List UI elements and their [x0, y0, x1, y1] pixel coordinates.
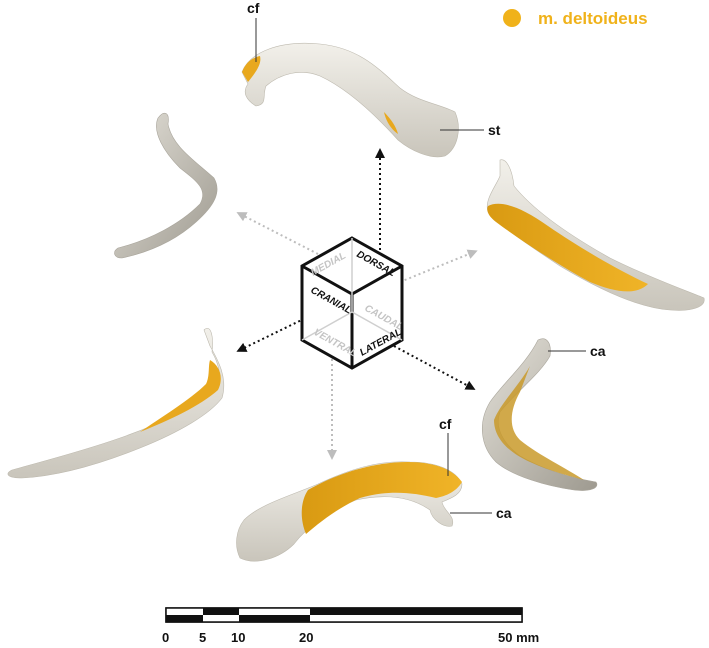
scale-frame — [165, 607, 523, 623]
arrow-caudal — [399, 249, 478, 283]
bone-view-medial — [114, 112, 218, 259]
scale-seg — [203, 615, 239, 622]
label-cf-bottom: cf — [439, 416, 452, 432]
legend-swatch — [503, 9, 521, 27]
label-ca-bottom: ca — [496, 505, 512, 521]
scale-seg — [166, 608, 203, 615]
scale-seg — [239, 608, 310, 615]
bone-view-caudal — [486, 159, 705, 311]
muscle-patch — [301, 462, 462, 534]
arrow-medial — [236, 212, 319, 255]
bone-view-lateral — [481, 338, 598, 491]
scale-seg — [203, 608, 239, 615]
muscle-patch — [487, 203, 648, 292]
bone-view-cranial — [7, 328, 225, 479]
muscle-patch — [140, 360, 221, 432]
arrow-lateral — [393, 345, 476, 390]
direction-arrows — [236, 148, 478, 460]
scale-seg — [166, 615, 203, 622]
scale-seg — [310, 608, 522, 615]
scale-tick-20: 20 — [299, 630, 313, 645]
orientation-cube: DORSAL MEDIAL CRANIAL CAUDAL LATERAL VEN… — [300, 236, 405, 370]
muscle-patch — [494, 366, 584, 480]
legend-label: m. deltoideus — [538, 9, 648, 28]
bone-shape — [481, 338, 598, 491]
muscle-patch — [242, 56, 261, 82]
scale-seg — [239, 615, 310, 622]
scale-tick-5: 5 — [199, 630, 206, 645]
bone-view-ventral — [236, 461, 463, 562]
scale-tick-0: 0 — [162, 630, 169, 645]
scale-bar: 0 5 10 20 50 mm — [162, 607, 539, 645]
bone-shape — [114, 112, 218, 259]
muscle-patch — [384, 112, 398, 134]
annotations: cf st ca cf ca — [247, 0, 606, 521]
label-st: st — [488, 122, 501, 138]
scale-tick-10: 10 — [231, 630, 245, 645]
label-ca-right: ca — [590, 343, 606, 359]
bone-view-dorsal — [241, 42, 459, 158]
bone-shape — [241, 42, 459, 158]
label-cf-top: cf — [247, 0, 260, 16]
scale-seg — [310, 615, 522, 622]
legend: m. deltoideus — [503, 9, 648, 28]
scale-tick-50: 50 mm — [498, 630, 539, 645]
